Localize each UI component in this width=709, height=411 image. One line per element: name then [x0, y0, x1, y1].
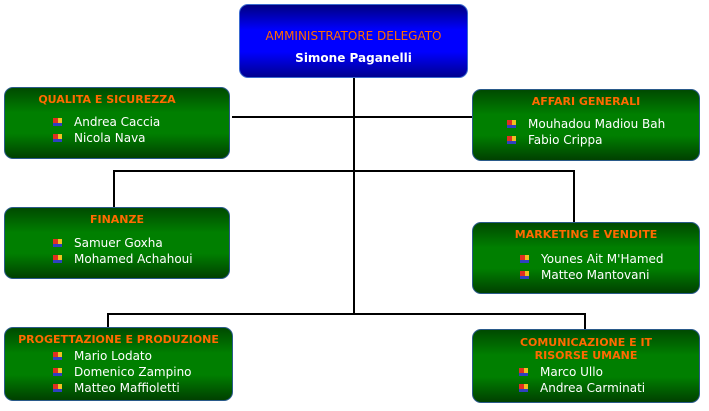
user-icon — [53, 383, 62, 393]
member-name: Younes Ait M'Hamed — [541, 252, 664, 266]
connector-line — [113, 170, 115, 207]
user-icon — [53, 238, 62, 248]
dept-title: QUALITA E SICUREZZA — [38, 93, 176, 106]
member-name: Domenico Zampino — [74, 365, 192, 379]
dept-comunicazione-risorse-umane: COMUNICAZIONE E IT RISORSE UMANE Marco U… — [472, 329, 700, 403]
member-name: Mohamed Achahoui — [74, 252, 193, 266]
member: Younes Ait M'Hamed — [520, 251, 699, 267]
member-name: Matteo Maffioletti — [74, 381, 180, 395]
user-icon — [519, 383, 528, 393]
member-name: Marco Ullo — [540, 365, 603, 379]
member: Fabio Crippa — [507, 132, 699, 148]
ceo-name: Simone Paganelli — [295, 51, 412, 65]
ceo-box: AMMINISTRATORE DELEGATO Simone Paganelli — [239, 4, 468, 78]
connector-line — [113, 170, 574, 172]
dept-title: PROGETTAZIONE E PRODUZIONE — [18, 333, 219, 346]
member-name: Samuer Goxha — [74, 236, 163, 250]
dept-title: AFFARI GENERALI — [531, 95, 641, 108]
connector-line — [107, 313, 586, 315]
user-icon — [520, 254, 529, 264]
member-name: Nicola Nava — [74, 131, 146, 145]
member: Mouhadou Madiou Bah — [507, 116, 699, 132]
dept-title: MARKETING E VENDITE — [514, 228, 658, 241]
connector-line — [107, 313, 109, 327]
member-name: Andrea Caccia — [74, 115, 161, 129]
connector-line — [584, 313, 586, 329]
dept-finanze: FINANZE Samuer Goxha Mohamed Achahoui — [4, 207, 230, 279]
member-name: Andrea Carminati — [540, 381, 646, 395]
dept-marketing-vendite: MARKETING E VENDITE Younes Ait M'Hamed M… — [472, 222, 700, 294]
member: Nicola Nava — [53, 130, 229, 146]
dept-qualita-sicurezza: QUALITA E SICUREZZA Andrea Caccia Nicola… — [4, 87, 230, 159]
user-icon — [53, 367, 62, 377]
member: Mohamed Achahoui — [53, 251, 229, 267]
member: Andrea Carminati — [519, 380, 699, 396]
dept-title: COMUNICAZIONE E IT — [519, 336, 653, 349]
dept-title: FINANZE — [89, 213, 145, 226]
member: Matteo Maffioletti — [53, 380, 232, 396]
user-icon — [519, 367, 528, 377]
user-icon — [53, 254, 62, 264]
dept-progettazione-produzione: PROGETTAZIONE E PRODUZIONE Mario Lodato … — [4, 327, 233, 401]
member: Marco Ullo — [519, 364, 699, 380]
user-icon — [520, 270, 529, 280]
member: Andrea Caccia — [53, 114, 229, 130]
member: Samuer Goxha — [53, 235, 229, 251]
member: Domenico Zampino — [53, 364, 232, 380]
dept-affari-generali: AFFARI GENERALI Mouhadou Madiou Bah Fabi… — [472, 89, 700, 161]
member-name: Mouhadou Madiou Bah — [528, 117, 666, 131]
member-name: Mario Lodato — [74, 349, 152, 363]
user-icon — [53, 117, 62, 127]
member: Mario Lodato — [53, 348, 232, 364]
member: Matteo Mantovani — [520, 267, 699, 283]
member-name: Fabio Crippa — [528, 133, 603, 147]
member-name: Matteo Mantovani — [541, 268, 650, 282]
connector-line — [573, 170, 575, 222]
connector-line — [353, 78, 355, 315]
user-icon — [53, 133, 62, 143]
user-icon — [53, 351, 62, 361]
dept-title-2: RISORSE UMANE — [534, 349, 638, 362]
user-icon — [507, 119, 516, 129]
connector-line — [232, 116, 472, 118]
user-icon — [507, 135, 516, 145]
ceo-title: AMMINISTRATORE DELEGATO — [265, 29, 442, 43]
